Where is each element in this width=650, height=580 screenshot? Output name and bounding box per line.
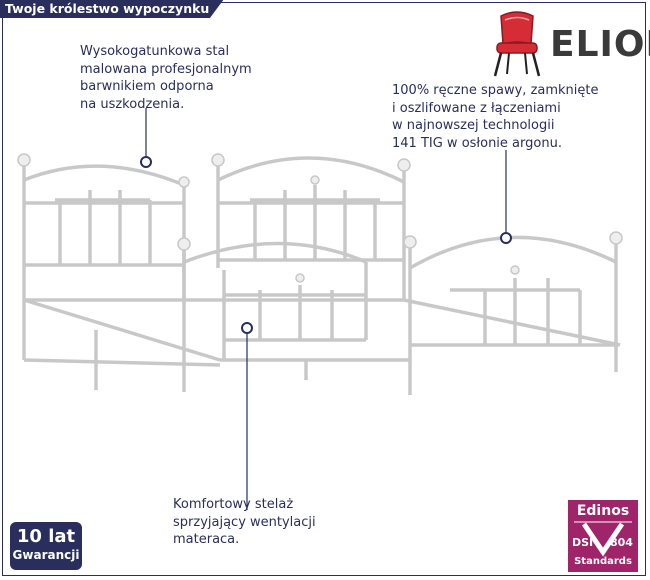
note-frame: Komfortowy stelaż sprzyjający wentylacji…	[173, 497, 316, 547]
warranty-label: Gwarancji	[12, 548, 80, 562]
certificate-number: 804	[610, 536, 633, 549]
certificate-title: Edinos	[576, 503, 630, 519]
note-welding: 100% ręczne spawy, zamknięte i oszlifowa…	[392, 83, 599, 151]
warranty-badge: 10 lat Gwarancji	[10, 522, 82, 570]
brand-logo: ELIOR	[487, 10, 650, 80]
warranty-years: 10 lat	[16, 526, 76, 547]
certificate-dsi: DSI	[572, 536, 594, 549]
certificate-badge: Edinos DSI 804 Standards	[568, 500, 638, 572]
note-paint: Wysokogatunkowa stal malowana profesjona…	[80, 44, 252, 112]
brand-name: ELIOR	[550, 24, 650, 65]
red-chair-icon	[493, 11, 541, 77]
header-tag: Twoje królestwo wypoczynku	[0, 0, 224, 18]
check-icon	[574, 521, 632, 557]
certificate-standards: Standards	[574, 556, 632, 567]
